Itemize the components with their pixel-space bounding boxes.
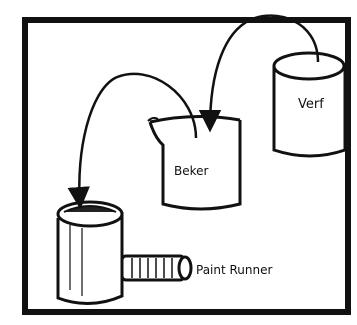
beaker: Beker	[148, 116, 240, 209]
paint-runner: Paint Runner	[58, 202, 273, 304]
paint-can: Verf	[274, 53, 345, 156]
label-verf: Verf	[298, 97, 324, 112]
label-paint-runner: Paint Runner	[196, 263, 273, 277]
label-beker: Beker	[174, 164, 209, 178]
